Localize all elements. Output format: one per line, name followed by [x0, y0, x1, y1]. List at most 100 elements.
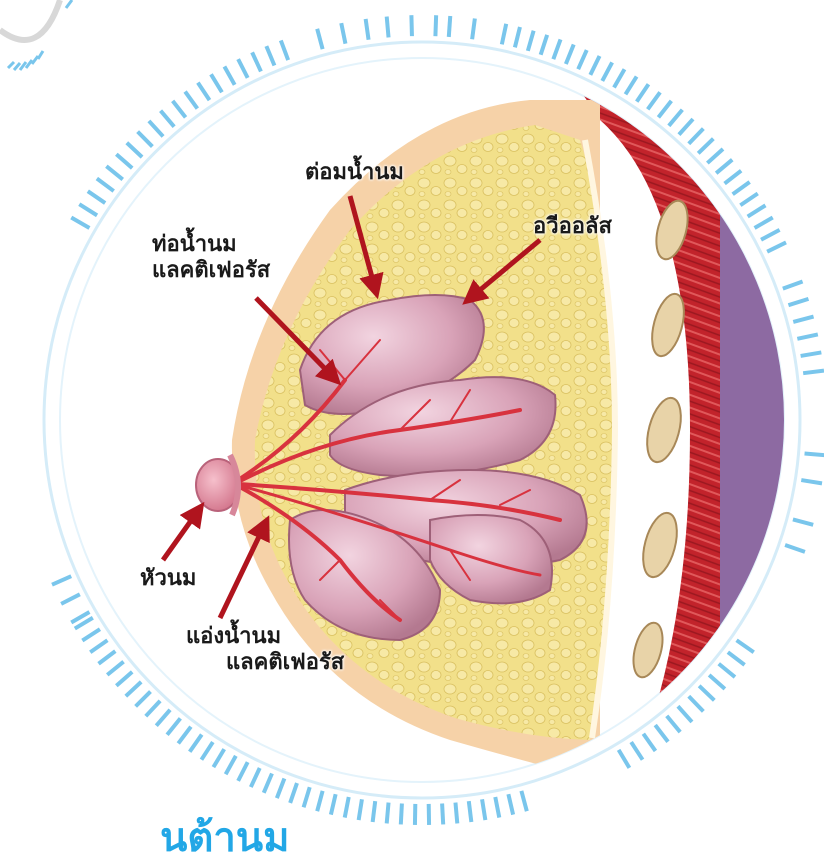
- ring-tick: [669, 110, 682, 126]
- ring-tick: [755, 218, 773, 229]
- ring-tick: [785, 545, 805, 552]
- ring-tick: [783, 281, 803, 288]
- ring-tick: [625, 77, 636, 95]
- ring-tick: [797, 334, 818, 338]
- ring-tick: [116, 154, 132, 168]
- ring-tick: [566, 44, 574, 63]
- ring-tick: [643, 734, 655, 751]
- ring-tick: [224, 66, 234, 84]
- ring-tick: [449, 16, 450, 37]
- ring-tick: [508, 794, 513, 814]
- title-fragment: นต้านม: [160, 818, 290, 858]
- ring-tick: [266, 46, 274, 65]
- ring-tick: [515, 27, 520, 47]
- ring-tick: [238, 59, 248, 78]
- ring-tick: [801, 480, 822, 483]
- ring-tick: [341, 23, 345, 44]
- ring-tick: [716, 160, 732, 173]
- ring-tick: [387, 803, 389, 824]
- ring-tick: [317, 29, 322, 49]
- ring-tick: [655, 725, 668, 742]
- ring-tick: [127, 143, 142, 157]
- ring-tick: [648, 92, 660, 109]
- arrow-nipple: [163, 508, 200, 560]
- ring-tick: [725, 171, 742, 184]
- ring-tick: [619, 750, 630, 768]
- ring-tick: [226, 756, 236, 774]
- ring-tick: [805, 453, 824, 455]
- ring-tick: [495, 797, 499, 818]
- ring-tick: [88, 191, 105, 203]
- ring-tick: [345, 797, 349, 818]
- ring-tick: [719, 664, 735, 677]
- ring-tick: [238, 762, 248, 781]
- ring-tick: [667, 716, 680, 732]
- ring-tick: [277, 778, 285, 798]
- ring-tick: [116, 672, 132, 686]
- ring-tick: [728, 652, 745, 665]
- ring-tick: [801, 352, 822, 356]
- ring-tick: [136, 692, 151, 707]
- ring-tick: [82, 629, 100, 640]
- ring-tick: [482, 799, 485, 820]
- ring-tick: [281, 40, 288, 60]
- ring-tick: [803, 371, 824, 374]
- ring-tick: [61, 594, 80, 604]
- ring-tick: [106, 166, 122, 179]
- ring-tick: [126, 682, 141, 696]
- ring-tick: [590, 56, 599, 75]
- ring-tick: [748, 205, 766, 216]
- ring-tick: [198, 83, 210, 100]
- ring-tick: [761, 230, 780, 240]
- ring-tick: [331, 794, 336, 814]
- ring-tick: [469, 801, 472, 822]
- label-lactiferous-sinus: แอ่งน้ำนม แลคติเฟอรัส: [186, 624, 344, 676]
- ring-tick: [90, 640, 107, 652]
- ring-tick: [553, 39, 560, 59]
- ring-tick: [149, 121, 163, 137]
- corner-decoration: [0, 0, 72, 70]
- ring-tick: [689, 696, 704, 711]
- ring-tick: [359, 799, 362, 820]
- ring-tick: [71, 218, 89, 229]
- ring-tick: [788, 299, 808, 305]
- ring-tick: [578, 50, 587, 69]
- ring-tick: [146, 701, 160, 716]
- ring-tick: [173, 101, 186, 118]
- ring-tick: [679, 119, 693, 135]
- ring-tick: [138, 132, 153, 147]
- ring-tick: [793, 317, 813, 322]
- ring-tick: [521, 791, 526, 811]
- ring-tick: [185, 92, 197, 109]
- ring-tick: [178, 727, 191, 744]
- ring-tick: [733, 182, 750, 194]
- ring-tick: [689, 129, 704, 144]
- ring-tick: [442, 803, 443, 824]
- label-nipple: หัวนม: [140, 566, 196, 592]
- ring-tick: [201, 742, 212, 760]
- ring-tick: [401, 803, 402, 824]
- ring-tick: [107, 662, 123, 675]
- ring-tick: [213, 749, 224, 767]
- ring-tick: [211, 74, 222, 92]
- ring-tick: [366, 19, 369, 40]
- ring-tick: [502, 24, 506, 45]
- ring-tick: [97, 179, 114, 192]
- arrow-lactiferous-sinus: [220, 522, 266, 618]
- ring-tick: [435, 15, 436, 36]
- ring-tick: [455, 803, 457, 824]
- label-alveolus: อวีออลัส: [533, 214, 612, 240]
- ring-tick: [767, 242, 786, 251]
- label-lactiferous-duct: ท่อน้ำนม แลคติเฟอรัส: [152, 232, 270, 284]
- ring-tick: [317, 791, 322, 811]
- ring-tick: [79, 204, 97, 215]
- ring-tick: [304, 787, 310, 807]
- ring-tick: [373, 801, 376, 822]
- ring-tick: [387, 17, 389, 38]
- ring-tick: [99, 651, 116, 664]
- ring-tick: [411, 15, 412, 36]
- ring-tick: [290, 783, 297, 803]
- ring-tick: [658, 101, 671, 118]
- ring-tick: [602, 62, 612, 81]
